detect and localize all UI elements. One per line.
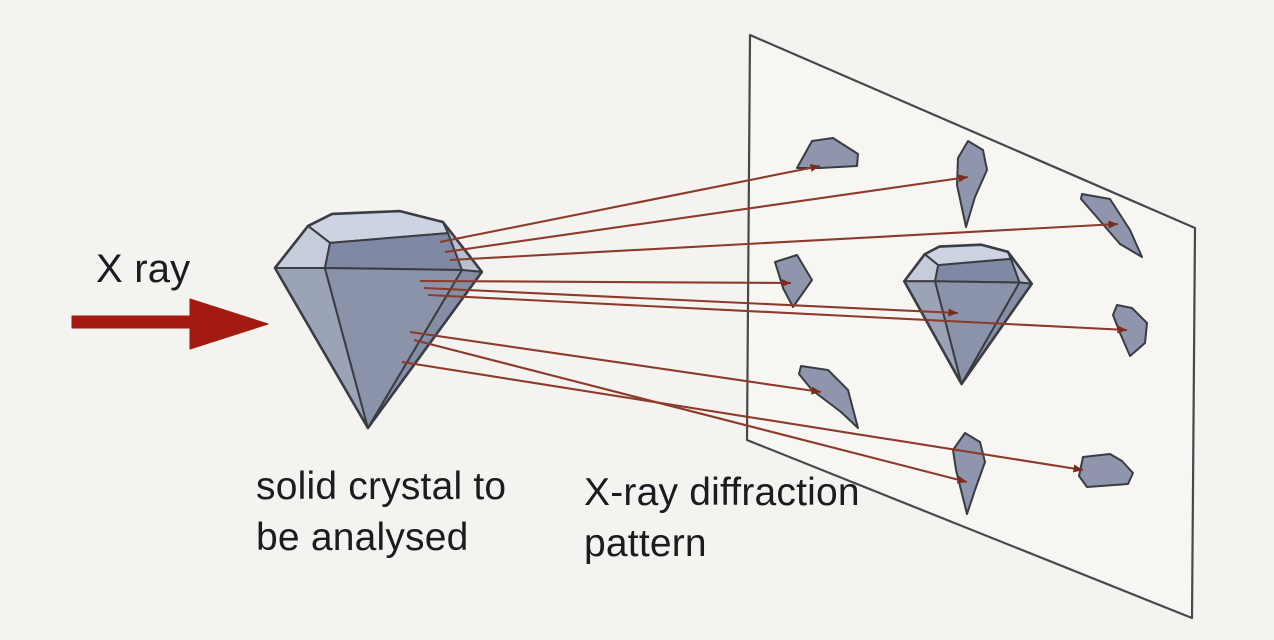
ray-to-spot-top-middle (444, 174, 969, 254)
ray-to-spot-bottom-middle (413, 338, 968, 484)
pattern-center-image-outline (904, 245, 1032, 384)
ray-to-spot-mid-right (427, 293, 1128, 334)
spot-top-left (796, 137, 859, 169)
ray-to-spot-lower-left (409, 330, 822, 395)
xray-beam-label: X ray (96, 247, 191, 291)
spot-lower-left (798, 365, 859, 429)
ray-to-spot-top-right (449, 220, 1119, 262)
crystal-caption-line1: solid crystal to (256, 465, 507, 508)
spot-bottom-right (1078, 453, 1134, 488)
ray-to-spot-top-left (439, 163, 821, 244)
pattern-caption-line1: X-ray diffraction (584, 471, 860, 514)
spot-mid-right (1112, 304, 1148, 357)
ray-to-spot-bottom-right (401, 360, 1084, 473)
main-crystal (275, 211, 482, 428)
xray-beam-arrow (71, 298, 269, 350)
pattern-center-image (904, 245, 1032, 384)
spot-top-middle (956, 140, 988, 228)
ray-to-center-image (423, 286, 959, 317)
ray-to-spot-mid-left (419, 278, 792, 287)
main-crystal-outline (275, 211, 482, 428)
pattern-caption-line2: pattern (584, 522, 707, 566)
crystal-caption-line2: be analysed (256, 516, 469, 560)
pattern-caption: X-ray diffraction pattern (584, 467, 860, 570)
crystal-caption: solid crystal to be analysed (256, 461, 506, 564)
